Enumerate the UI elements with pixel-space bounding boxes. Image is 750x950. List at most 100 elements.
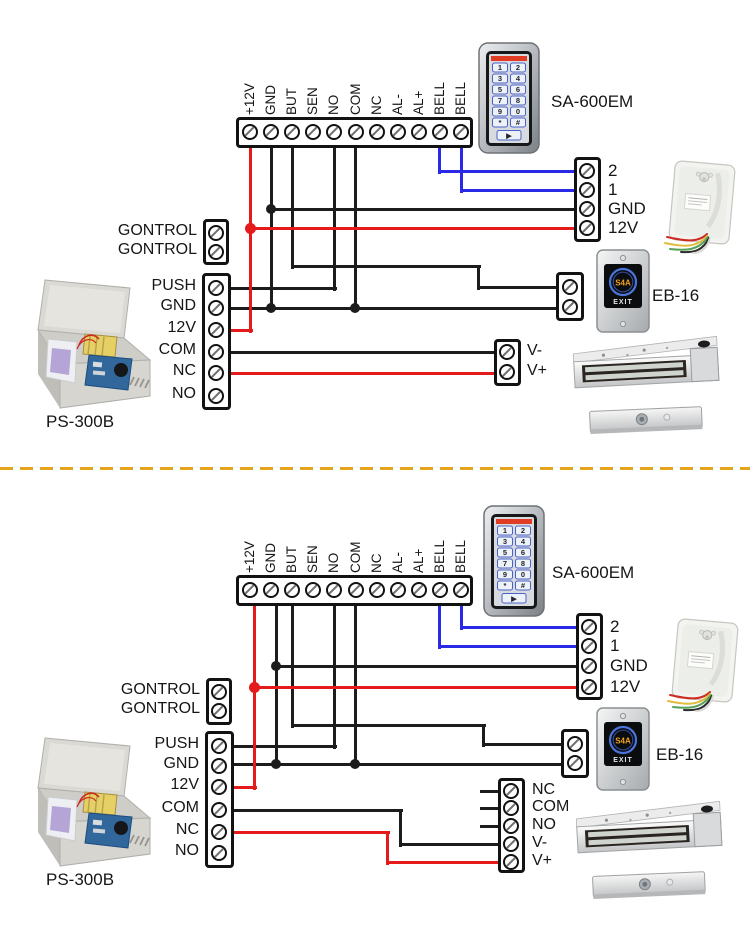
keypad-key-label: # bbox=[516, 118, 521, 127]
maglock-image bbox=[573, 795, 728, 912]
junction-dot bbox=[248, 681, 260, 693]
screw-terminal bbox=[304, 123, 321, 140]
keypad-image: 1 2 3 4 5 6 7 8 9 0 * # ▶ bbox=[478, 42, 540, 159]
doorbell-terminal-label: 2 bbox=[610, 617, 620, 636]
psu-terminal-label: PUSH bbox=[151, 277, 196, 294]
wire-segment bbox=[483, 742, 564, 746]
doorbell-terminal-label: 2 bbox=[608, 161, 618, 180]
screw-terminal bbox=[325, 581, 342, 598]
wire-segment bbox=[476, 266, 480, 290]
lock-terminal-label: NC bbox=[532, 781, 556, 798]
keypad-key-label: 1 bbox=[498, 63, 502, 72]
wire-segment bbox=[248, 145, 252, 333]
keypad-key-label: 0 bbox=[521, 570, 525, 579]
strip-terminal-label: GND bbox=[263, 543, 278, 573]
strip-terminal-label: BELL bbox=[432, 539, 447, 573]
keypad-key-label: 5 bbox=[498, 85, 502, 94]
psu-terminal-label: NC bbox=[175, 821, 199, 838]
screw-terminal bbox=[262, 123, 279, 140]
screw-terminal bbox=[431, 123, 448, 140]
wire-segment bbox=[385, 832, 389, 865]
screw-terminal bbox=[581, 637, 597, 654]
screw-terminal bbox=[208, 343, 224, 360]
strip-terminal-label: AL+ bbox=[411, 548, 426, 573]
keypad-key-label: 8 bbox=[516, 96, 520, 105]
keypad-label: SA-600EM bbox=[551, 92, 634, 111]
screw-terminal bbox=[410, 581, 427, 598]
screw-terminal bbox=[452, 123, 469, 140]
separator-line bbox=[0, 467, 750, 470]
wire-segment bbox=[437, 145, 441, 174]
keypad-key-label: 9 bbox=[498, 107, 502, 116]
junction-dot bbox=[266, 204, 276, 214]
power-supply-image bbox=[33, 277, 161, 418]
strip-terminal-label: +12V bbox=[242, 541, 257, 573]
wire-segment bbox=[252, 603, 256, 790]
wire-segment bbox=[461, 625, 579, 629]
wire-segment bbox=[461, 188, 577, 192]
keypad-key-label: 5 bbox=[503, 548, 507, 557]
lock-terminal-label: V+ bbox=[532, 852, 553, 869]
screw-terminal bbox=[499, 363, 515, 380]
screw-terminal bbox=[262, 581, 279, 598]
keypad-key-label: 7 bbox=[498, 96, 502, 105]
psu-terminal-label: COM bbox=[158, 341, 196, 358]
lock-terminal-label: V- bbox=[527, 342, 543, 359]
screw-terminal bbox=[579, 219, 595, 236]
junction-dot bbox=[271, 759, 281, 769]
lock-terminal-label: NO bbox=[532, 816, 556, 833]
strip-terminal-label: NO bbox=[326, 552, 341, 573]
screw-terminal bbox=[503, 835, 519, 852]
doorbell-terminal-label: 12V bbox=[610, 677, 641, 696]
wire-segment bbox=[480, 789, 501, 793]
psu-terminal-block bbox=[205, 731, 234, 868]
screw-terminal bbox=[208, 321, 224, 338]
psu-terminal-label: PUSH bbox=[154, 735, 199, 752]
power-supply-label: PS-300B bbox=[46, 412, 115, 431]
controller-terminal-label: GONTROL bbox=[120, 700, 200, 717]
lock-terminal-label: V+ bbox=[527, 362, 548, 379]
screw-terminal bbox=[431, 581, 448, 598]
wire-segment bbox=[480, 806, 501, 810]
strip-terminal-label: BUT bbox=[284, 546, 299, 573]
psu-terminal-label: GND bbox=[160, 297, 196, 314]
strip-terminal-label: AL- bbox=[390, 551, 405, 573]
screw-terminal bbox=[211, 737, 227, 754]
controller-terminal-label: GONTROL bbox=[120, 681, 200, 698]
keypad-key-label: * bbox=[499, 118, 502, 127]
wire-segment bbox=[230, 306, 559, 310]
screw-terminal bbox=[499, 343, 515, 360]
screw-terminal bbox=[207, 224, 224, 241]
psu-terminal-label: NO bbox=[172, 385, 196, 402]
wire-segment bbox=[230, 286, 337, 290]
exit-button-brand-label: S4A bbox=[615, 279, 631, 288]
screw-terminal bbox=[241, 123, 258, 140]
wire-segment bbox=[234, 744, 337, 748]
screw-terminal bbox=[389, 123, 406, 140]
keypad-key-label: * bbox=[504, 581, 507, 590]
wire-segment bbox=[290, 145, 294, 269]
screw-terminal bbox=[241, 581, 258, 598]
screw-terminal bbox=[581, 678, 597, 695]
screw-terminal bbox=[561, 298, 578, 315]
psu-terminal-label: 12V bbox=[167, 319, 196, 336]
screw-terminal bbox=[503, 853, 519, 870]
wire-segment bbox=[230, 371, 497, 375]
lock-terminal-label: COM bbox=[532, 798, 570, 815]
screw-terminal bbox=[208, 364, 224, 381]
screw-terminal bbox=[581, 618, 597, 635]
screw-terminal bbox=[503, 782, 519, 799]
screw-terminal bbox=[368, 123, 385, 140]
doorbell-terminal-label: GND bbox=[610, 656, 648, 675]
wire-segment bbox=[292, 264, 481, 268]
controller-terminal-label: GONTROL bbox=[117, 241, 197, 258]
wire-segment bbox=[480, 824, 501, 828]
screw-terminal bbox=[410, 123, 427, 140]
keypad-function-key-label: ▶ bbox=[510, 596, 517, 603]
screw-terminal bbox=[208, 299, 224, 316]
wire-segment bbox=[271, 207, 577, 211]
junction-dot bbox=[350, 303, 360, 313]
junction-dot bbox=[350, 759, 360, 769]
